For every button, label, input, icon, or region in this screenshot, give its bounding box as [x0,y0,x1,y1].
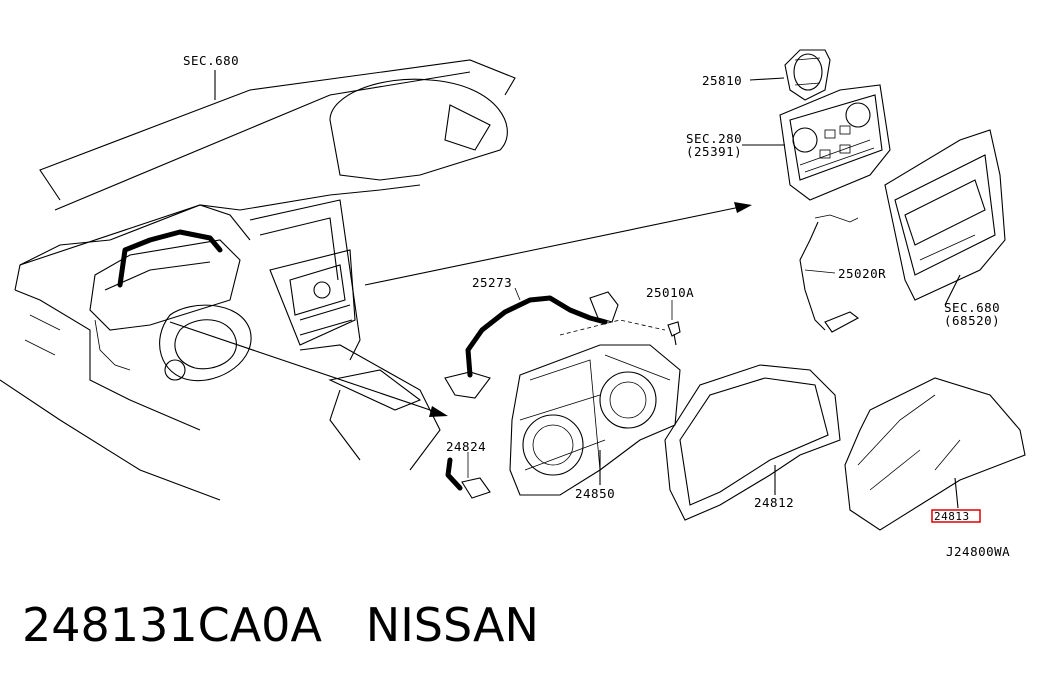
label-24824: 24824 [446,439,486,454]
label-sec680-right: SEC.680 [944,300,1000,315]
part-number: 248131CA0A [22,598,322,652]
label-25810: 25810 [702,73,742,88]
connector-24824-drawing [445,452,491,499]
harness-25273-drawing [444,287,619,399]
screw-25010a-drawing [559,300,681,346]
label-25020r: 25020R [838,266,886,281]
pointer-arrows [169,70,752,417]
exploded-parts-diagram: SEC.680 25810 SEC.280 (25391) 25020R SEC… [0,49,1026,559]
part-caption: 248131CA0A NISSAN [22,598,539,660]
cover-24812-drawing [664,364,841,521]
ac-control-drawing [742,84,891,201]
label-sec280: SEC.280 [686,131,742,146]
label-25273: 25273 [472,275,512,290]
meter-assembly-24850-drawing [509,344,681,496]
label-24813: 24813 [934,510,970,523]
diagram-code: J24800WA [946,544,1010,559]
brand-name: NISSAN [365,598,539,652]
knob-25810-drawing [749,49,831,101]
glass-24813-drawing [844,377,1026,531]
label-sec680-top: SEC.680 [183,53,239,68]
highlight-box [931,509,981,523]
finisher-68520-drawing [884,129,1006,306]
label-24850: 24850 [575,486,615,501]
label-25010a: 25010A [646,285,694,300]
label-68520: (68520) [944,313,1000,328]
label-25391: (25391) [686,144,742,159]
dashboard-drawing [0,59,516,501]
cable-25020r-drawing [799,214,860,333]
label-24812: 24812 [754,495,794,510]
